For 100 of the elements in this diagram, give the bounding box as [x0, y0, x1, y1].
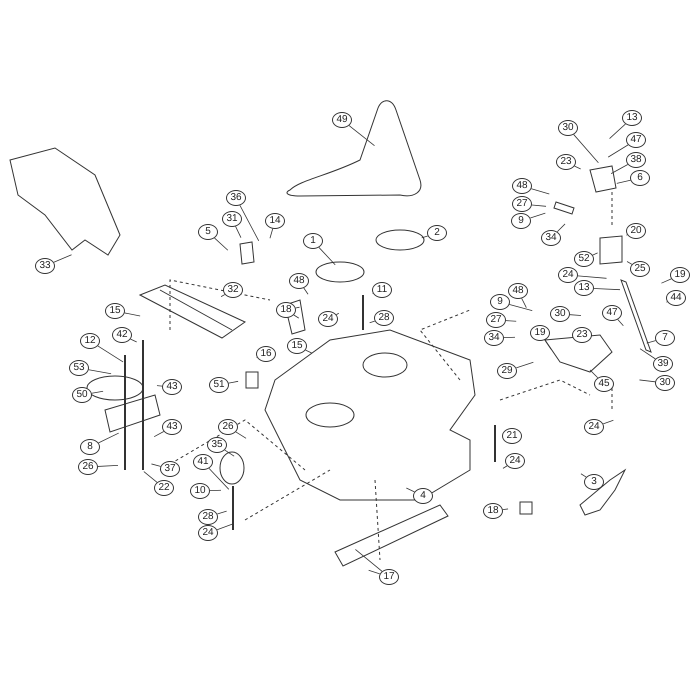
- callout-number: 35: [207, 437, 227, 453]
- callout-number: 23: [556, 154, 576, 170]
- leader-line: [97, 346, 124, 362]
- leader-line: [421, 236, 428, 238]
- leader-line: [216, 510, 228, 514]
- callout-number: 48: [289, 273, 309, 289]
- leader-line: [516, 362, 534, 368]
- callout-number: 7: [655, 330, 675, 346]
- callout-number: 38: [626, 152, 646, 168]
- callout-number: 39: [653, 356, 673, 372]
- leader-line: [616, 180, 631, 184]
- callout-number: 15: [287, 338, 307, 354]
- leader-line: [509, 304, 533, 311]
- leader-line: [617, 319, 624, 326]
- leader-line: [88, 369, 112, 374]
- callout-number: 27: [486, 312, 506, 328]
- callout-number: 21: [502, 428, 522, 444]
- leader-line: [590, 370, 598, 378]
- callout-number: 24: [318, 311, 338, 327]
- callout-number: 32: [223, 282, 243, 298]
- callout-number: 15: [105, 303, 125, 319]
- callout-number: 26: [78, 459, 98, 475]
- leader-line: [224, 450, 235, 457]
- callout-number: 13: [622, 110, 642, 126]
- callout-number: 10: [190, 483, 210, 499]
- leader-line: [240, 204, 260, 242]
- callout-number: 26: [218, 419, 238, 435]
- callout-number: 6: [630, 170, 650, 186]
- leader-line: [639, 380, 656, 382]
- callout-number: 45: [594, 376, 614, 392]
- callout-number: 27: [512, 196, 532, 212]
- callout-number: 16: [256, 346, 276, 362]
- leader-line: [506, 320, 517, 322]
- leader-line: [578, 275, 607, 279]
- leader-line: [216, 523, 234, 530]
- callout-number: 41: [193, 454, 213, 470]
- leader-line: [530, 188, 550, 194]
- leader-line: [208, 468, 230, 490]
- callout-number: 51: [209, 377, 229, 393]
- leader-line: [293, 314, 300, 319]
- leader-line: [661, 278, 672, 284]
- callout-number: 36: [226, 190, 246, 206]
- leader-line: [640, 348, 656, 360]
- leader-line: [556, 224, 566, 232]
- leader-line: [98, 464, 118, 467]
- callout-number: 23: [572, 327, 592, 343]
- callout-number: 11: [372, 282, 392, 298]
- callout-number: 48: [508, 283, 528, 299]
- leader-line: [521, 298, 527, 308]
- leader-line: [570, 314, 582, 316]
- leader-line: [544, 340, 552, 350]
- callout-number: 43: [162, 379, 182, 395]
- callout-number: 24: [505, 453, 525, 469]
- leader-line: [151, 464, 161, 467]
- callout-number: 20: [626, 223, 646, 239]
- callout-number: 34: [484, 330, 504, 346]
- callout-number: 9: [490, 294, 510, 310]
- callout-number: 25: [630, 261, 650, 277]
- callout-number: 29: [497, 363, 517, 379]
- leader-line: [502, 465, 508, 469]
- callout-number: 34: [541, 230, 561, 246]
- leader-line: [532, 204, 546, 207]
- leader-line: [214, 238, 228, 251]
- callout-number: 50: [72, 387, 92, 403]
- callout-number: 1: [303, 233, 323, 249]
- callout-number: 19: [670, 267, 690, 283]
- leader-line: [98, 432, 120, 444]
- leader-line: [594, 288, 620, 290]
- callout-number: 24: [584, 419, 604, 435]
- leader-line: [220, 294, 226, 297]
- callout-number: 28: [374, 310, 394, 326]
- leader-line: [130, 338, 138, 342]
- leader-line: [270, 228, 274, 239]
- leader-line: [235, 432, 246, 439]
- leader-line: [53, 254, 72, 263]
- callout-number: 44: [666, 290, 686, 306]
- leader-line: [502, 508, 508, 510]
- callout-number: 47: [626, 132, 646, 148]
- callout-number: 8: [80, 439, 100, 455]
- callout-number: 47: [602, 305, 622, 321]
- leader-line: [336, 312, 340, 315]
- callout-number: 19: [530, 325, 550, 341]
- leader-line: [154, 431, 164, 438]
- leader-line: [406, 488, 415, 492]
- leader-line: [574, 166, 582, 170]
- leader-line: [303, 288, 308, 295]
- callout-number: 28: [198, 509, 218, 525]
- leader-line: [530, 212, 546, 218]
- callout-number: 37: [160, 461, 180, 477]
- leader-line: [348, 125, 375, 146]
- callout-number: 22: [154, 480, 174, 496]
- callout-number: 48: [512, 178, 532, 194]
- callout-number: 14: [265, 213, 285, 229]
- callout-number: 49: [332, 112, 352, 128]
- callout-number: 3: [584, 474, 604, 490]
- callout-number: 30: [655, 375, 675, 391]
- leader-line: [573, 134, 599, 164]
- leader-line: [235, 226, 242, 238]
- callout-number: 31: [222, 211, 242, 227]
- callout-number: 53: [69, 360, 89, 376]
